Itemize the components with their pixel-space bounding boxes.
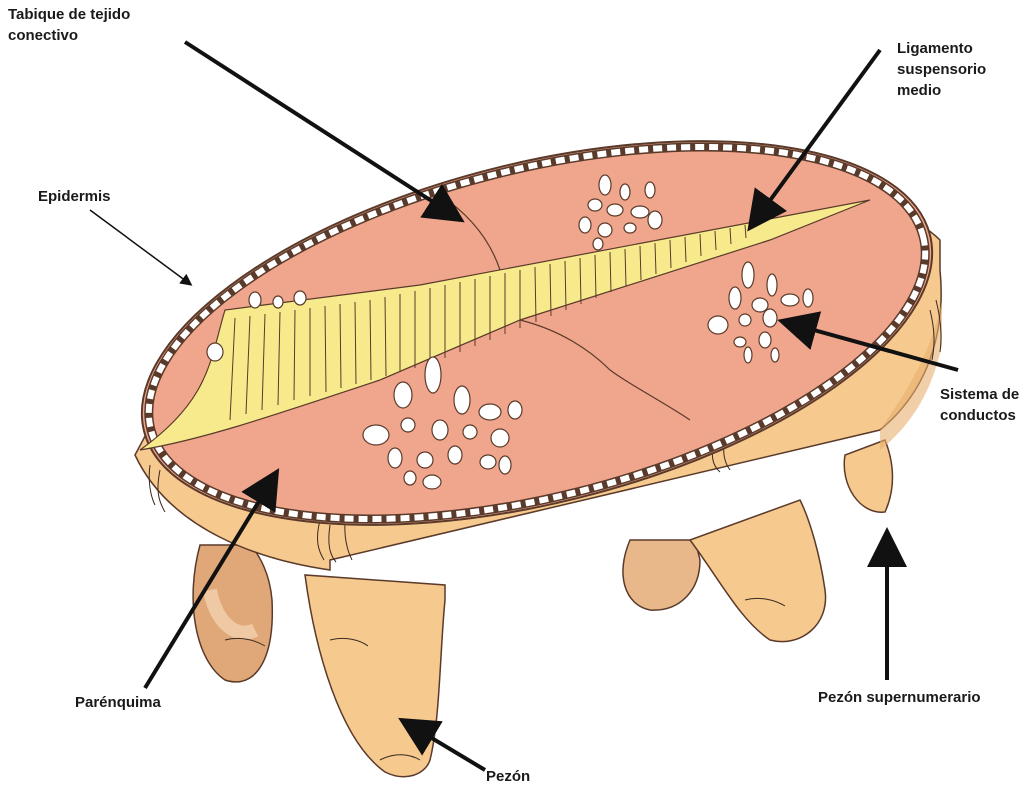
label-tabique-tejido-conectivo: Tabique de tejido conectivo (8, 4, 130, 46)
label-epidermis: Epidermis (38, 186, 111, 207)
label-ligamento-suspensorio-medio: Ligamento suspensorio medio (897, 38, 986, 101)
label-parenquima: Parénquima (75, 692, 161, 713)
arrow-epidermis (90, 210, 190, 284)
label-sistema-conductos: Sistema de conductos (940, 384, 1019, 426)
arrow-tabique (185, 42, 458, 218)
label-pezon-supernumerario: Pezón supernumerario (818, 687, 981, 708)
label-pezon: Pezón (486, 766, 530, 787)
